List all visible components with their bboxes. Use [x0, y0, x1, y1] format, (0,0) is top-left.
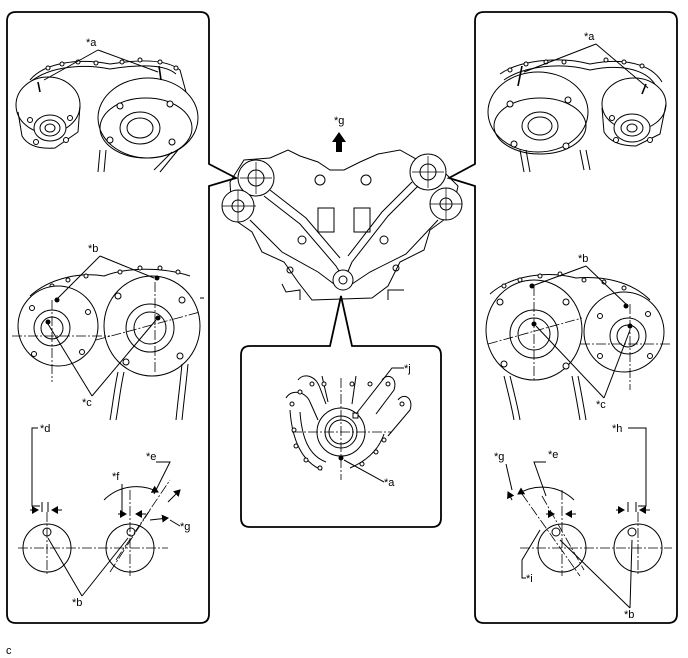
right-middle-sprockets: [485, 271, 672, 421]
right-bank-panel: *a: [446, 11, 678, 624]
label-b-left-top: *b: [88, 243, 98, 255]
figure-code: c: [6, 645, 12, 657]
label-d: *d: [40, 423, 50, 435]
label-g-center: *g: [334, 115, 344, 127]
label-j: *j: [404, 363, 411, 375]
left-middle-sprockets: [12, 265, 204, 421]
label-e-left: *e: [146, 451, 156, 463]
left-top-sprockets: [15, 57, 199, 173]
label-f: *f: [112, 471, 120, 483]
left-bank-panel: *a: [6, 11, 239, 624]
label-a-center: *a: [384, 477, 395, 489]
label-h: *h: [612, 423, 622, 435]
label-b-right-top: *b: [578, 253, 588, 265]
right-angle-diagram: [507, 486, 672, 577]
up-arrow-icon: [332, 132, 346, 152]
crank-sprocket-panel: [240, 295, 442, 528]
label-b-right-bottom: *b: [624, 609, 634, 621]
label-g-left: *g: [180, 521, 190, 533]
label-c-right: *c: [596, 399, 606, 411]
label-a-right: *a: [584, 31, 595, 43]
chain-links-crank: [289, 381, 405, 471]
engine-timing-overview: *g: [221, 115, 463, 301]
label-b-left-bottom: *b: [72, 597, 82, 609]
label-e-right: *e: [548, 449, 558, 461]
right-top-sprockets: [487, 57, 667, 173]
label-g-right: *g: [494, 451, 504, 463]
chain-links-top-left: [45, 57, 179, 71]
label-a-left: *a: [86, 37, 97, 49]
label-c-left: *c: [82, 397, 92, 409]
label-i: *i: [526, 573, 533, 585]
